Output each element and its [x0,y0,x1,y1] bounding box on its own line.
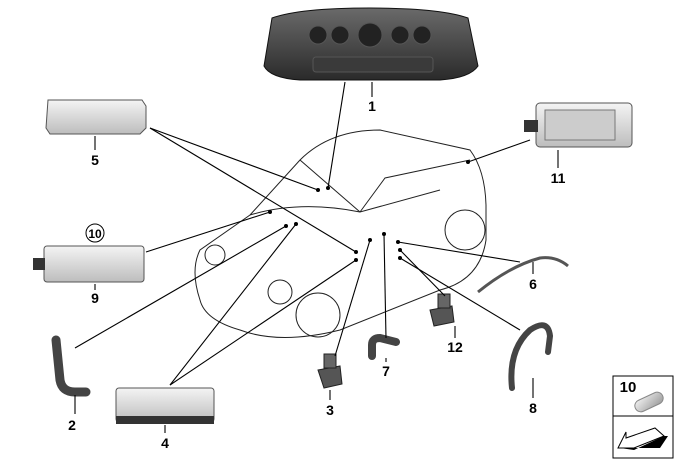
part-11-vanity-light[interactable] [524,102,633,148]
part-3-bracket[interactable] [317,353,343,389]
callout-11[interactable]: 11 [551,170,566,186]
callout-6[interactable]: 6 [529,276,537,292]
arrow-icon [617,427,668,450]
callout-8[interactable]: 8 [529,400,537,416]
part-12-bracket[interactable] [429,293,455,327]
car-outline [194,129,487,338]
inset-label: 10 [620,379,637,396]
part-4-footwell-light[interactable] [115,387,215,424]
callout-7[interactable]: 7 [382,363,390,379]
callout-9[interactable]: 9 [91,290,99,306]
callout-1[interactable]: 1 [368,98,376,114]
part-9-luggage-light[interactable] [33,245,145,283]
part-2-bent-tube[interactable] [51,335,91,397]
leader-lines [74,81,559,433]
callout-4[interactable]: 4 [161,435,169,451]
part-5-interior-light[interactable] [45,99,147,135]
part-7-hose-bend[interactable] [368,333,400,360]
callout-5[interactable]: 5 [91,152,99,168]
part-8-hose-assembly[interactable] [508,322,554,391]
callout-3[interactable]: 3 [326,402,334,418]
attachment-points [268,160,470,262]
callout-10-circle [85,223,105,243]
callout-2[interactable]: 2 [68,417,76,433]
callout-12[interactable]: 12 [447,339,463,355]
inset-box: 10 [612,375,674,459]
callout-10[interactable]: 10 [88,227,102,241]
part-1-roof-console[interactable] [263,7,479,81]
bulb-icon [634,391,664,413]
part-6-light-guide[interactable] [477,256,569,294]
